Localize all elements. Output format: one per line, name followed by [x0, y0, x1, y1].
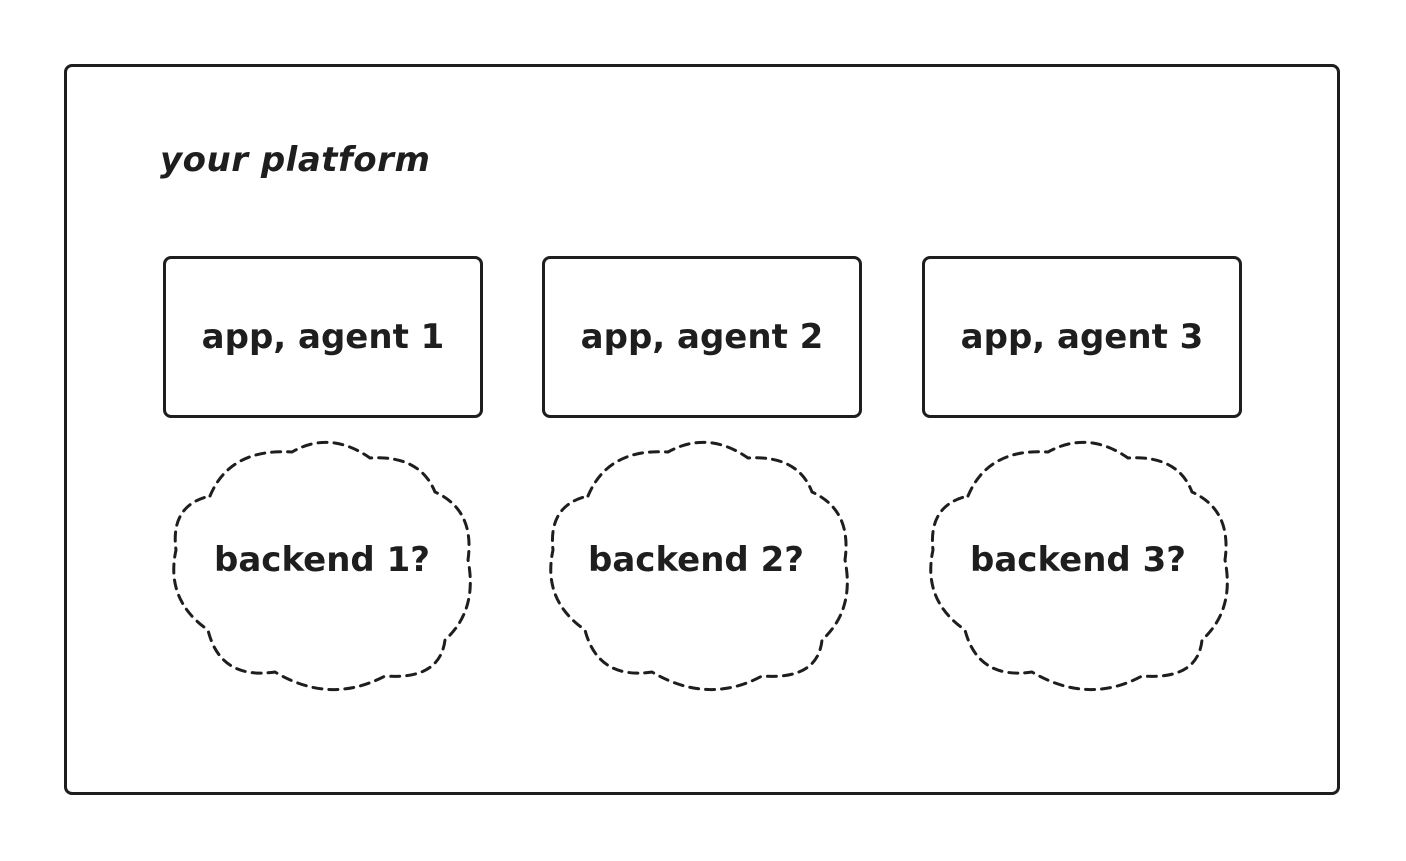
backend-2-label: backend 2? — [588, 540, 804, 580]
app-agent-1-box: app, agent 1 — [163, 256, 483, 418]
app-agent-2-label: app, agent 2 — [580, 317, 824, 357]
platform-title: your platform — [160, 140, 431, 180]
backend-3-label: backend 3? — [970, 540, 1186, 580]
platform-container — [64, 64, 1340, 795]
app-agent-1-label: app, agent 1 — [201, 317, 445, 357]
app-agent-3-box: app, agent 3 — [922, 256, 1242, 418]
app-agent-3-label: app, agent 3 — [960, 317, 1204, 357]
backend-1-label: backend 1? — [214, 540, 430, 580]
app-agent-2-box: app, agent 2 — [542, 256, 862, 418]
